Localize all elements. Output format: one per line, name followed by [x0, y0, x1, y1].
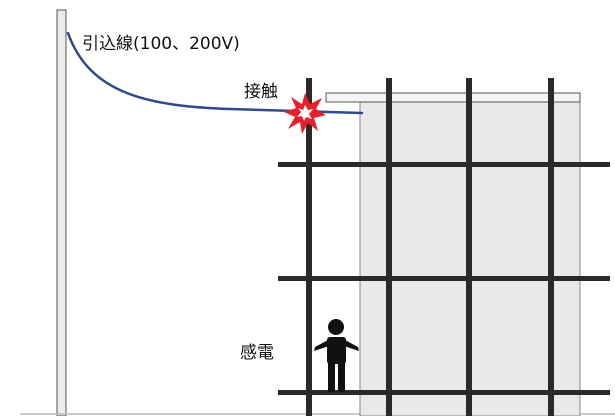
service-line-label: 引込線(100、200V) [82, 34, 240, 54]
building-roof-ledge [325, 92, 581, 103]
scaffold-pole [548, 78, 554, 416]
scaffold-pole [306, 78, 312, 416]
utility-pole [56, 9, 67, 416]
scaffold-pole [466, 78, 472, 416]
scaffold-beam [278, 390, 610, 395]
scaffold-beam [278, 276, 610, 281]
scaffolding [278, 78, 610, 416]
electric-shock-label: 感電 [240, 343, 274, 363]
worker-person-icon [314, 319, 359, 392]
scaffold-beam [278, 162, 610, 167]
service-drop-wire [66, 31, 364, 115]
scaffold-pole [386, 78, 392, 416]
contact-label: 接触 [244, 82, 278, 102]
spark-burst-icon [284, 93, 326, 134]
